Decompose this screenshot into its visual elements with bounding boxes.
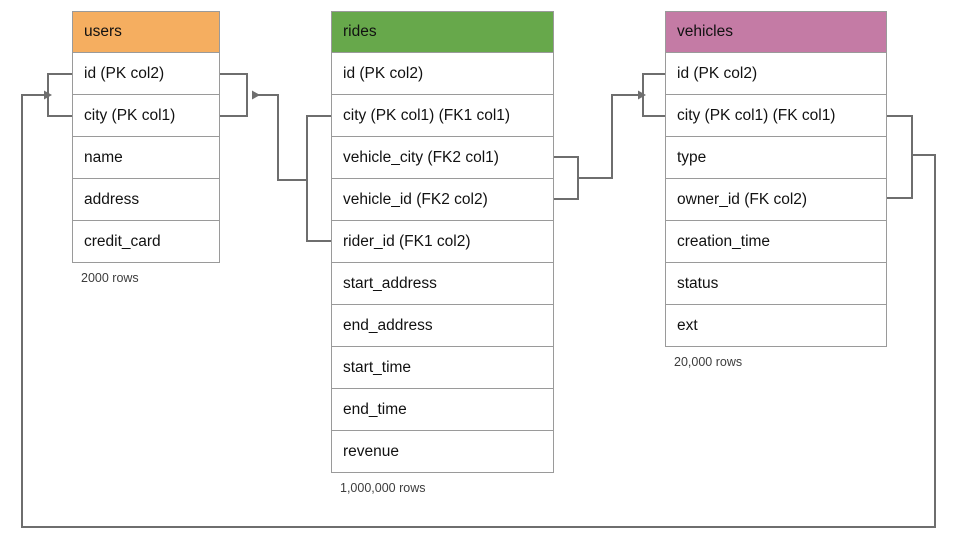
- column-label: end_time: [343, 400, 407, 418]
- column-label: rider_id (FK1 col2): [343, 232, 471, 250]
- column-label: name: [84, 148, 123, 166]
- column-label: ext: [677, 316, 698, 334]
- column-label: owner_id (FK col2): [677, 190, 808, 208]
- entity-users-title: users: [84, 23, 122, 40]
- entity-rides-row-count: 1,000,000 rows: [340, 481, 426, 495]
- column-label: id (PK col2): [343, 64, 424, 82]
- entity-vehicles-column-status[interactable]: status: [665, 263, 887, 305]
- column-label: start_address: [343, 274, 437, 292]
- entity-rides-title: rides: [343, 23, 377, 40]
- connector-users-right-bracket: [220, 73, 248, 117]
- column-label: vehicle_city (FK2 col1): [343, 148, 499, 166]
- entity-rides-column-start_time[interactable]: start_time: [331, 347, 554, 389]
- entity-rides-header: rides: [331, 11, 554, 53]
- connector-rides-right-bracket: [554, 156, 579, 200]
- entity-vehicles-column-id[interactable]: id (PK col2): [665, 53, 887, 95]
- entity-users-column-id[interactable]: id (PK col2): [72, 53, 220, 95]
- entity-rides-column-id[interactable]: id (PK col2): [331, 53, 554, 95]
- entity-vehicles-column-city[interactable]: city (PK col1) (FK col1): [665, 95, 887, 137]
- entity-vehicles-header: vehicles: [665, 11, 887, 53]
- entity-vehicles-row-count: 20,000 rows: [674, 355, 743, 369]
- connector-vehicles-right-bracket: [887, 115, 913, 199]
- column-label: type: [677, 148, 707, 166]
- entity-vehicles-column-creation_time[interactable]: creation_time: [665, 221, 887, 263]
- connector-rides-left-bracket: [306, 115, 331, 242]
- entity-rides-column-vehicle_city[interactable]: vehicle_city (FK2 col1): [331, 137, 554, 179]
- entity-users-column-name[interactable]: name: [72, 137, 220, 179]
- entity-vehicles-column-ext[interactable]: ext: [665, 305, 887, 347]
- entity-rides-column-rider_id[interactable]: rider_id (FK1 col2): [331, 221, 554, 263]
- entity-users-header: users: [72, 11, 220, 53]
- entity-vehicles-column-type[interactable]: type: [665, 137, 887, 179]
- entity-vehicles-title: vehicles: [677, 23, 733, 40]
- column-label: id (PK col2): [677, 64, 758, 82]
- entity-rides-column-city[interactable]: city (PK col1) (FK1 col1): [331, 95, 554, 137]
- column-label: credit_card: [84, 232, 161, 250]
- connector-rides-fk1-to-users: [252, 90, 307, 181]
- column-label: status: [677, 274, 719, 292]
- connector-rides-fk2-to-vehicles: [578, 90, 646, 179]
- column-label: city (PK col1) (FK col1): [677, 106, 836, 124]
- entity-rides-column-end_time[interactable]: end_time: [331, 389, 554, 431]
- entity-users-column-address[interactable]: address: [72, 179, 220, 221]
- entity-rides-column-revenue[interactable]: revenue: [331, 431, 554, 473]
- entity-rides[interactable]: rides id (PK col2) city (PK col1) (FK1 c…: [331, 11, 554, 495]
- entity-users-column-city[interactable]: city (PK col1): [72, 95, 220, 137]
- column-label: revenue: [343, 442, 400, 460]
- entity-vehicles-column-owner_id[interactable]: owner_id (FK col2): [665, 179, 887, 221]
- column-label: start_time: [343, 358, 412, 376]
- entity-users-row-count: 2000 rows: [81, 271, 139, 285]
- column-label: address: [84, 190, 140, 208]
- column-label: city (PK col1): [84, 106, 176, 124]
- column-label: id (PK col2): [84, 64, 165, 82]
- entity-rides-column-start_address[interactable]: start_address: [331, 263, 554, 305]
- column-label: end_address: [343, 316, 433, 334]
- entity-vehicles[interactable]: vehicles id (PK col2) city (PK col1) (FK…: [665, 11, 887, 369]
- connector-vehicles-left-bracket: [642, 73, 665, 117]
- column-label: city (PK col1) (FK1 col1): [343, 106, 511, 124]
- connector-users-left-bracket: [47, 73, 72, 117]
- entity-users-column-credit_card[interactable]: credit_card: [72, 221, 220, 263]
- entity-rides-column-vehicle_id[interactable]: vehicle_id (FK2 col2): [331, 179, 554, 221]
- column-label: vehicle_id (FK2 col2): [343, 190, 488, 208]
- column-label: creation_time: [677, 232, 771, 250]
- entity-rides-column-end_address[interactable]: end_address: [331, 305, 554, 347]
- entity-users[interactable]: users id (PK col2) city (PK col1) name a…: [72, 11, 220, 285]
